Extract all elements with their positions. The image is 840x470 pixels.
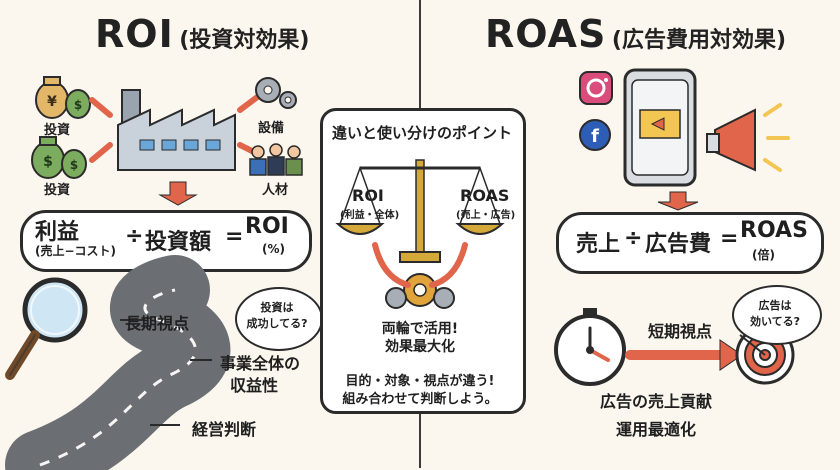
roas-bubble-text: 広告は 効いてる? xyxy=(749,299,801,328)
center-left-pan-sub: (利益・全体) xyxy=(340,210,400,221)
roi-formula-result: ROI xyxy=(245,214,289,239)
svg-text:¥: ¥ xyxy=(47,94,57,110)
scale-icon xyxy=(335,159,505,263)
center-illustration xyxy=(335,159,505,309)
roi-title-sub: (投資対効果) xyxy=(179,28,310,53)
roas-formula-divider: ÷ xyxy=(624,226,643,251)
smartphone-icon xyxy=(623,68,697,187)
center-line-3: 目的・対象・視点が違う! xyxy=(345,374,495,389)
roi-formula-left-sub: (売上−コスト) xyxy=(35,244,117,258)
center-line-4: 組み合わせて判断しよう。 xyxy=(342,392,498,407)
gears-icon xyxy=(255,77,297,109)
roas-short-term: 短期視点 xyxy=(648,322,713,341)
center-line-1: 両輪で活用! xyxy=(381,321,459,337)
magnifier-icon xyxy=(5,277,88,380)
stopwatch-icon xyxy=(554,308,626,386)
roi-formula-left-main: 利益 xyxy=(35,220,80,245)
facebook-icon: f xyxy=(579,119,611,151)
svg-text:$: $ xyxy=(43,154,53,170)
roi-label-talent: 人材 xyxy=(262,183,289,198)
roi-label-investment-2: 投資 xyxy=(44,183,71,198)
roas-illustration: f xyxy=(579,68,790,211)
megaphone-icon xyxy=(706,103,790,172)
roi-label-investment-1: 投資 xyxy=(44,123,71,138)
roi-formula-right-main: 投資額 xyxy=(145,230,212,255)
roas-formula-box xyxy=(556,212,824,274)
roas-formula-result: ROAS xyxy=(740,218,808,243)
roi-title: ROI (投資対効果) xyxy=(95,12,309,56)
svg-text:f: f xyxy=(591,126,599,147)
roas-formula-right-main: 広告費 xyxy=(645,232,712,257)
roas-title-main: ROAS xyxy=(485,12,607,56)
road-icon xyxy=(5,255,231,470)
roas-formula-left-main: 売上 xyxy=(576,232,621,257)
roi-illustration: ¥ $ $ $ xyxy=(31,76,303,206)
people-icon xyxy=(249,143,303,176)
money-bag-icon: $ $ xyxy=(31,136,87,179)
factory-icon xyxy=(117,89,236,171)
roi-whole-profit-2: 収益性 xyxy=(230,376,279,395)
roi-formula-result-sub: (%) xyxy=(262,242,285,256)
svg-text:$: $ xyxy=(74,98,82,112)
roi-bottom-illustration xyxy=(5,255,231,470)
center-left-pan-main: ROI xyxy=(352,186,384,205)
roi-label-equipment: 設備 xyxy=(258,121,285,136)
roi-long-term: 長期視点 xyxy=(125,314,190,333)
roi-management: 経営判断 xyxy=(192,420,257,439)
money-bag-icon: ¥ $ xyxy=(35,76,91,119)
roas-speech-bubble xyxy=(732,285,822,345)
roas-formula-result-sub: (倍) xyxy=(752,248,775,262)
roas-operation: 運用最適化 xyxy=(616,420,697,439)
roas-title-sub: (広告費用対効果) xyxy=(611,28,787,53)
gears-icon xyxy=(385,273,455,309)
instagram-icon xyxy=(579,71,613,105)
roas-ad-contribution: 広告の売上貢献 xyxy=(600,392,713,411)
roi-whole-profit-1: 事業全体の xyxy=(220,354,301,373)
roas-formula-equals: = xyxy=(720,226,739,251)
center-right-pan-sub: (売上・広告) xyxy=(456,210,516,221)
center-title: 違いと使い分けのポイント xyxy=(332,124,513,142)
roi-title-main: ROI xyxy=(95,12,174,56)
roi-bubble-text: 投資は 成功してる? xyxy=(246,301,308,330)
roi-formula-equals: = xyxy=(225,224,244,249)
center-line-2: 効果最大化 xyxy=(385,339,455,355)
center-right-pan-main: ROAS xyxy=(460,186,510,205)
roas-title: ROAS (広告費用対効果) xyxy=(485,12,786,56)
svg-text:$: $ xyxy=(70,158,78,172)
roi-formula-divider: ÷ xyxy=(125,224,144,249)
